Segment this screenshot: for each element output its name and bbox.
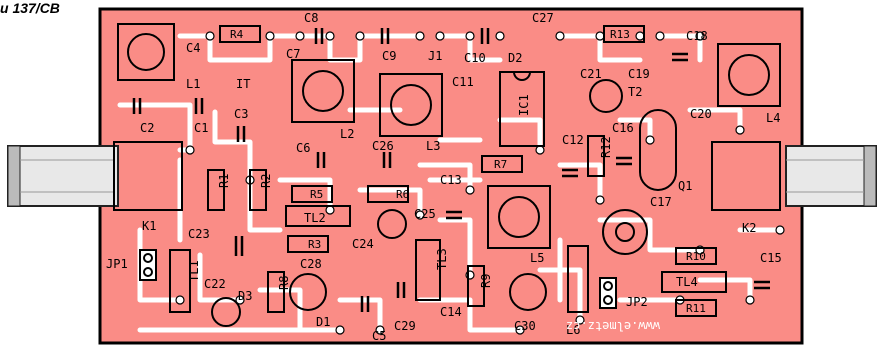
label-C20: C20 bbox=[690, 107, 712, 121]
label-R4: R4 bbox=[230, 28, 244, 41]
label-R12: R12 bbox=[599, 136, 613, 158]
label-C28: C28 bbox=[300, 257, 322, 271]
label-R9: R9 bbox=[479, 274, 493, 288]
connector-K1-pad bbox=[113, 141, 183, 211]
ic1-package bbox=[499, 71, 545, 147]
label-JP1: JP1 bbox=[106, 257, 128, 271]
label-L2: L2 bbox=[340, 127, 354, 141]
inductor-L2 bbox=[291, 59, 355, 123]
title-fragment: u 137/CB bbox=[0, 0, 60, 16]
label-C19: C19 bbox=[628, 67, 650, 81]
connector-right bbox=[785, 145, 877, 207]
jumpers bbox=[139, 249, 617, 309]
label-C8: C8 bbox=[304, 11, 318, 25]
label-C12: C12 bbox=[562, 133, 584, 147]
label-C1: C1 bbox=[194, 121, 208, 135]
label-C24: C24 bbox=[352, 237, 374, 251]
label-C13: C13 bbox=[440, 173, 462, 187]
label-D1: D1 bbox=[316, 315, 330, 329]
trimmer-C17 bbox=[602, 209, 648, 255]
silkscreen-labels: R4 C4 C8 C27 R13 C18 C7 C9 J1 C10 D2 L1 … bbox=[106, 11, 782, 343]
label-R13: R13 bbox=[610, 28, 630, 41]
inductor-L5 bbox=[487, 185, 551, 249]
label-R2: R2 bbox=[259, 174, 273, 188]
label-C15: C15 bbox=[760, 251, 782, 265]
label-C27: C27 bbox=[532, 11, 554, 25]
label-C11: C11 bbox=[452, 75, 474, 89]
connector-left bbox=[7, 145, 119, 207]
label-C14: C14 bbox=[440, 305, 462, 319]
label-L6: L6 bbox=[566, 323, 580, 337]
label-C30: C30 bbox=[514, 319, 536, 333]
label-TL4: TL4 bbox=[676, 275, 698, 289]
label-L4: L4 bbox=[766, 111, 780, 125]
transistor-T2 bbox=[589, 79, 623, 113]
inductor-L1 bbox=[117, 23, 175, 81]
label-TL2: TL2 bbox=[304, 211, 326, 225]
label-R5: R5 bbox=[310, 188, 323, 201]
label-R3: R3 bbox=[308, 238, 321, 251]
resistor-bodies bbox=[169, 25, 727, 317]
label-Q1: Q1 bbox=[678, 179, 692, 193]
label-IC1: IC1 bbox=[517, 94, 531, 116]
label-TL1: TL1 bbox=[187, 260, 201, 282]
label-C7: C7 bbox=[286, 47, 300, 61]
label-C10: C10 bbox=[464, 51, 486, 65]
label-C22: C22 bbox=[204, 277, 226, 291]
label-C6: C6 bbox=[296, 141, 310, 155]
label-C3: C3 bbox=[234, 107, 248, 121]
label-D2: D2 bbox=[508, 51, 522, 65]
label-D3: D3 bbox=[238, 289, 252, 303]
label-JP2: JP2 bbox=[626, 295, 648, 309]
label-L5: L5 bbox=[530, 251, 544, 265]
label-R11: R11 bbox=[686, 302, 706, 315]
connector-K2-pad bbox=[711, 141, 781, 211]
label-C26: C26 bbox=[372, 139, 394, 153]
watermark: www.elmetz.cz bbox=[566, 319, 660, 333]
label-R8: R8 bbox=[277, 276, 291, 290]
label-C29: C29 bbox=[394, 319, 416, 333]
crystal-Q1 bbox=[639, 109, 677, 191]
label-L1: L1 bbox=[186, 77, 200, 91]
label-C21: C21 bbox=[580, 67, 602, 81]
label-C5: C5 bbox=[372, 329, 386, 343]
label-C25: C25 bbox=[414, 207, 436, 221]
label-K2: K2 bbox=[742, 221, 756, 235]
label-T2: T2 bbox=[628, 85, 642, 99]
inductor-L4 bbox=[717, 43, 781, 107]
label-IT: IT bbox=[236, 77, 250, 91]
label-R6: R6 bbox=[396, 188, 409, 201]
label-C18: C18 bbox=[686, 29, 708, 43]
label-R1: R1 bbox=[217, 174, 231, 188]
label-C17: C17 bbox=[650, 195, 672, 209]
label-C9: C9 bbox=[382, 49, 396, 63]
label-R10: R10 bbox=[686, 250, 706, 263]
label-L3: L3 bbox=[426, 139, 440, 153]
label-C4: C4 bbox=[186, 41, 200, 55]
electrolytic-caps bbox=[211, 209, 547, 327]
label-R7: R7 bbox=[494, 158, 507, 171]
label-C2: C2 bbox=[140, 121, 154, 135]
label-TL3: TL3 bbox=[435, 248, 449, 270]
capacitor-symbols bbox=[132, 28, 770, 312]
inductor-L3 bbox=[379, 73, 443, 137]
solder-pads bbox=[175, 31, 785, 335]
label-C16: C16 bbox=[612, 121, 634, 135]
label-C23: C23 bbox=[188, 227, 210, 241]
label-K1: K1 bbox=[142, 219, 156, 233]
label-J1: J1 bbox=[428, 49, 442, 63]
coil-L6 bbox=[567, 245, 589, 313]
